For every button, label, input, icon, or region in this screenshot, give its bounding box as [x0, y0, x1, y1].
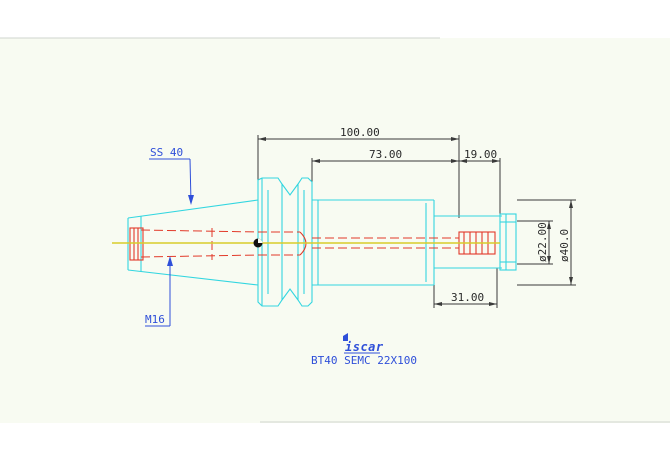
taper-callout: SS 40 [150, 146, 183, 159]
dim-bore-diameter: ø22.00 [536, 222, 549, 262]
leader-arrowheads [167, 195, 194, 266]
dimension-lines [257, 135, 576, 308]
thread-callout: M16 [145, 313, 165, 326]
dim-body-length: 73.00 [369, 148, 402, 161]
dimension-arrowheads [258, 137, 573, 306]
part-designation: BT40 SEMC 22X100 [311, 354, 417, 367]
gauge-point-icon [253, 238, 263, 248]
iscar-logo: iscar [343, 333, 384, 354]
tool-holder-outline [127, 177, 517, 307]
hidden-lines [140, 228, 459, 260]
dim-overall-length: 100.00 [340, 126, 380, 139]
svg-text:iscar: iscar [345, 340, 384, 354]
dim-nose-length: 19.00 [464, 148, 497, 161]
dim-collet-length: 31.00 [451, 291, 484, 304]
dim-outer-diameter: ø40.0 [558, 229, 571, 262]
paper-background [0, 38, 670, 423]
